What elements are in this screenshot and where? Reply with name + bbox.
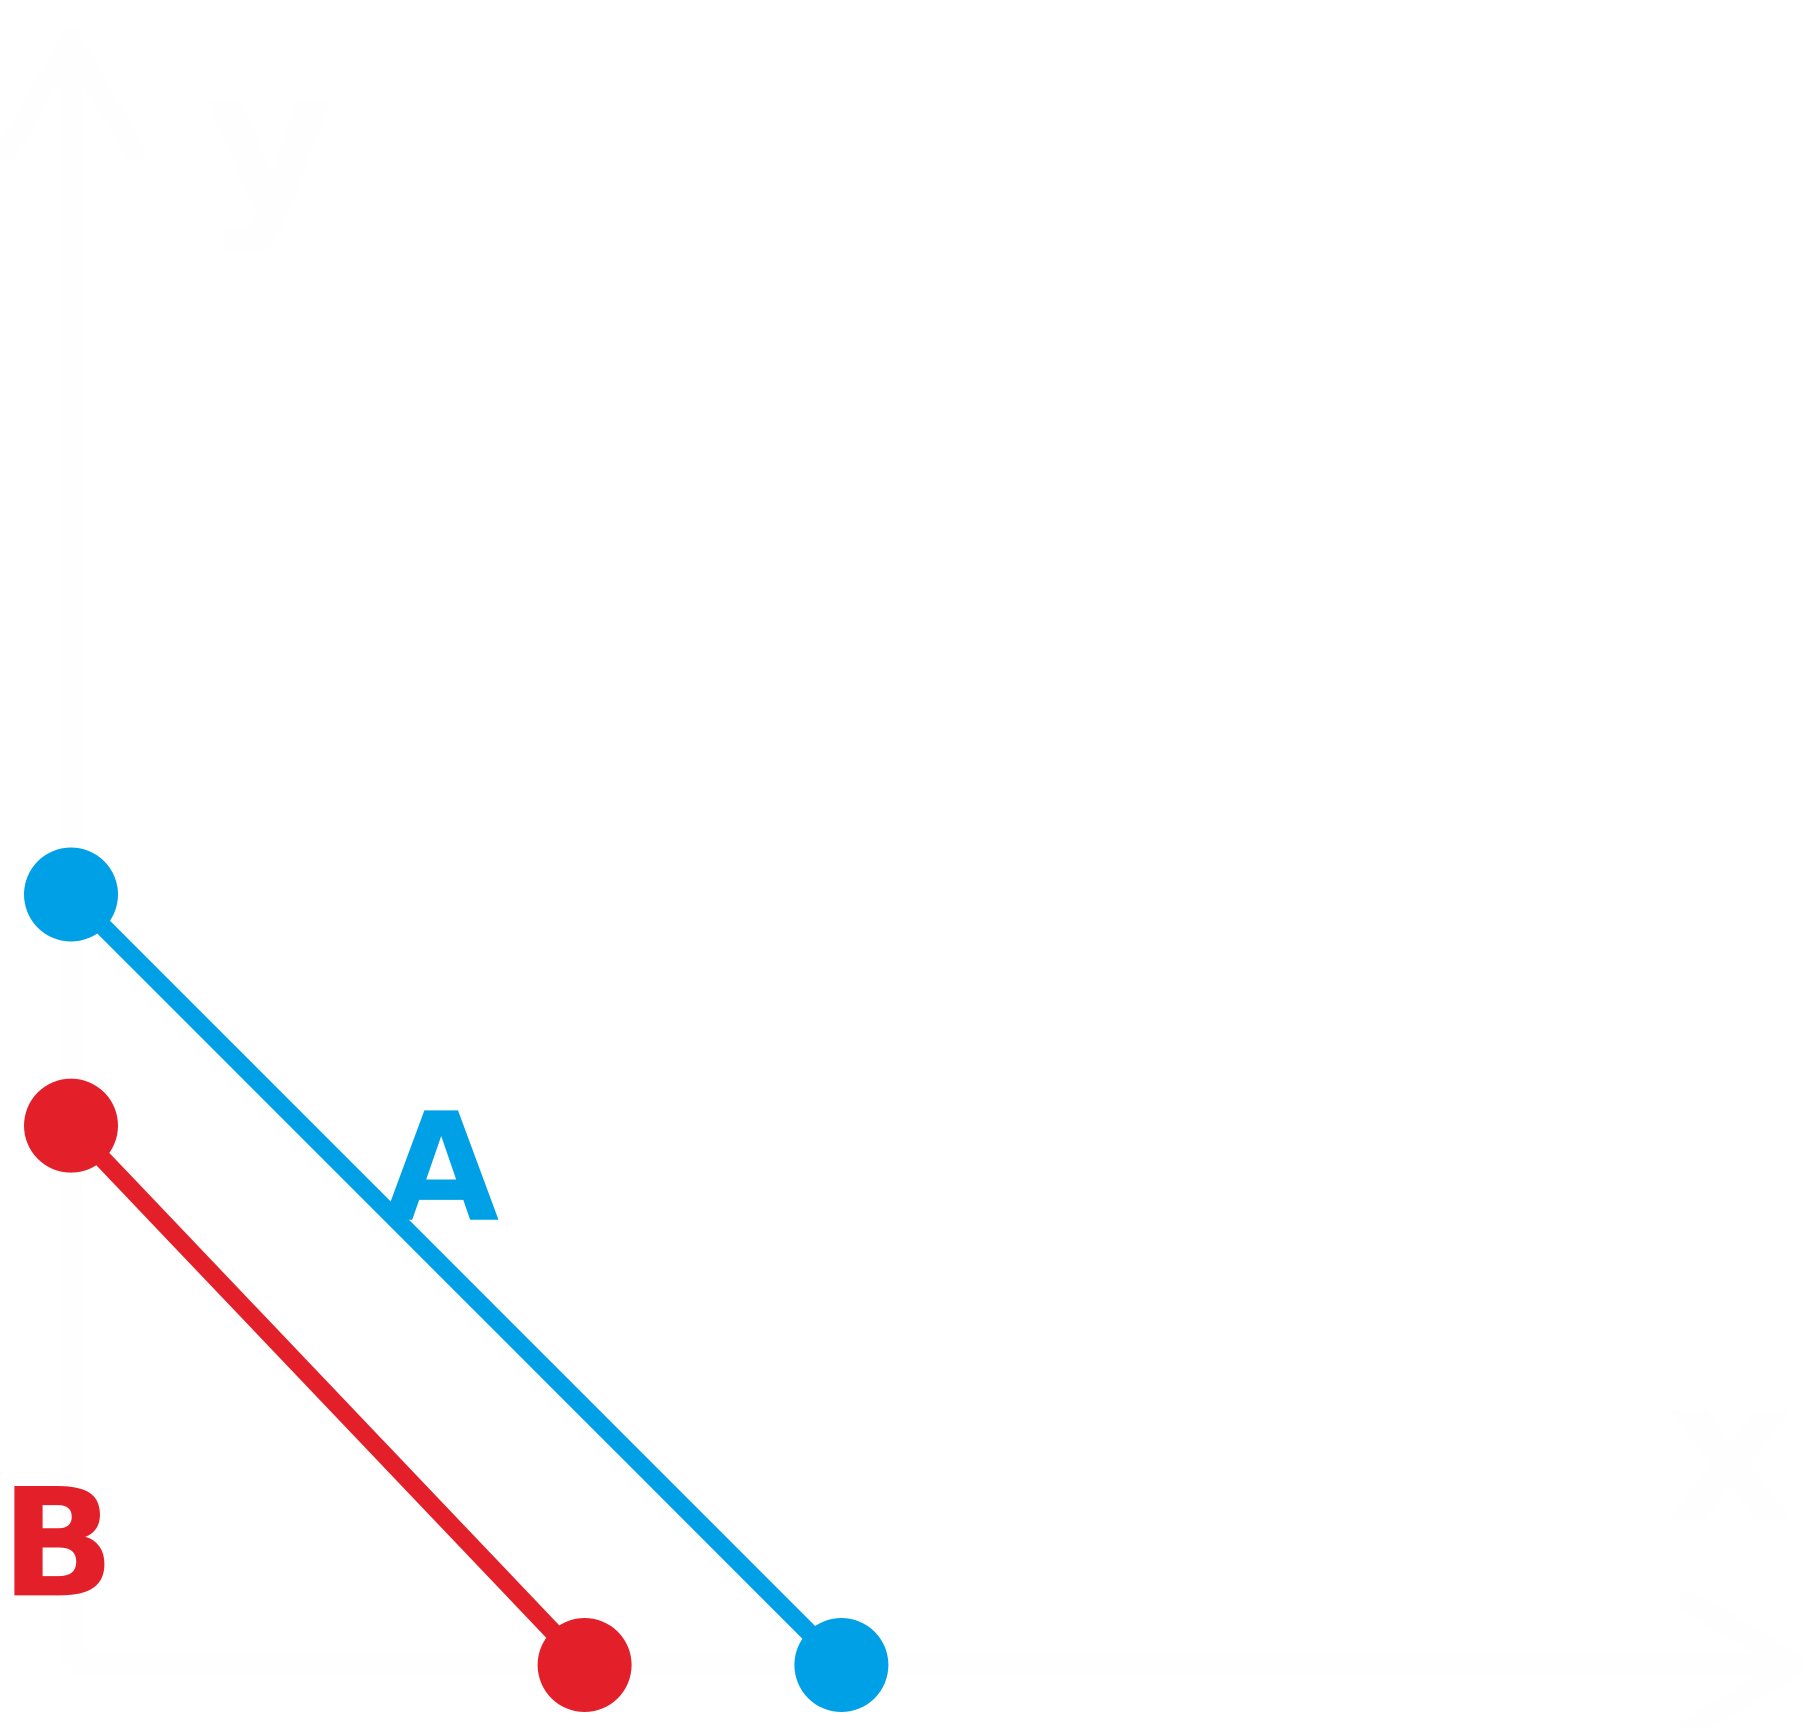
series-b: B: [1, 1078, 632, 1712]
series-a-start-point: [24, 847, 118, 942]
series-a-line: [62, 885, 851, 1674]
y-axis-label: y: [205, 25, 335, 258]
series-layer: A B: [1, 847, 889, 1712]
x-axis-label: x: [1665, 1335, 1794, 1568]
series-a-label: A: [383, 1082, 499, 1256]
series-b-end-point: [537, 1618, 632, 1712]
series-b-start-point: [24, 1078, 118, 1173]
y-axis-arrowhead: [0, 29, 145, 161]
series-b-label: B: [1, 1457, 115, 1631]
series-a-end-point: [794, 1618, 889, 1712]
x-axis-arrowhead: [1679, 1591, 1806, 1729]
series-a: A: [24, 847, 889, 1712]
axes: y x: [0, 25, 1806, 1729]
series-b-line: [62, 1116, 594, 1674]
